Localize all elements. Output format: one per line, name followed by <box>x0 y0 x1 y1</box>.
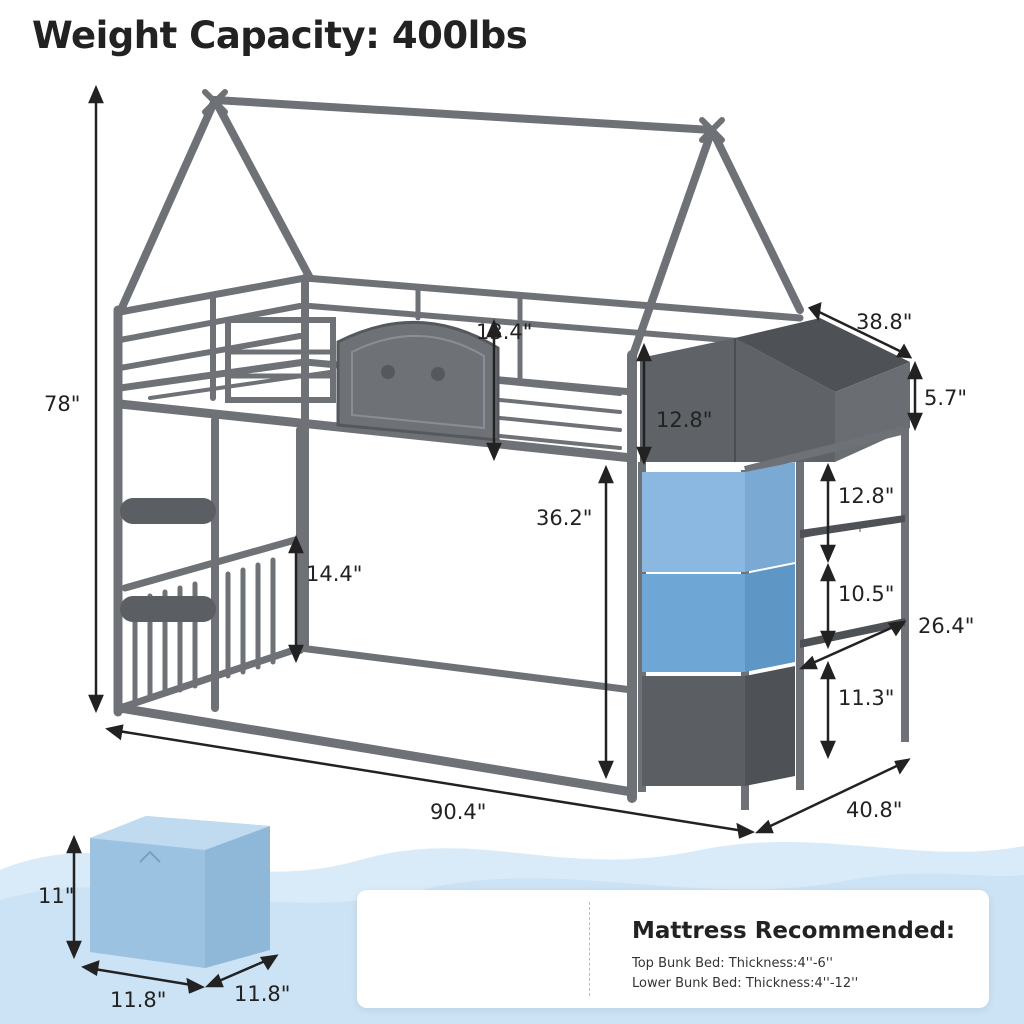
headboard-panel <box>336 321 500 442</box>
dim-bin-depth: 11.8" <box>234 982 291 1006</box>
storage-top-bin <box>640 338 835 462</box>
mattress-lower: Lower Bunk Bed: Thickness:4''-12'' <box>632 976 859 991</box>
dim-width: 40.8" <box>846 798 903 822</box>
dim-shelf-depth: 26.4" <box>918 614 975 638</box>
drawer-middle <box>642 574 745 672</box>
dim-bin-width: 11.8" <box>110 988 167 1012</box>
dim-guardrail-top: 13.4" <box>476 320 533 344</box>
dim-storage-bin-height: 5.7" <box>924 386 968 410</box>
drawer-bottom <box>642 676 745 786</box>
dim-shelf-2: 10.5" <box>838 582 895 606</box>
mattress-top: Top Bunk Bed: Thickness:4''-6'' <box>632 956 833 971</box>
dim-storage-width: 38.8" <box>856 310 913 334</box>
dimension-lines <box>66 84 923 994</box>
dim-lower-clearance: 36.2" <box>536 506 593 530</box>
drawer-top <box>642 472 745 572</box>
mattress-title: Mattress Recommended: <box>632 918 956 944</box>
dim-length: 90.4" <box>430 800 487 824</box>
page-title: Weight Capacity: 400lbs <box>32 14 528 57</box>
mattress-card: Mattress Recommended: Top Bunk Bed: Thic… <box>357 890 989 1008</box>
dim-height-total: 78" <box>44 392 81 416</box>
dim-shelf-3: 11.3" <box>838 686 895 710</box>
shelf <box>800 618 905 648</box>
ladder-rung <box>120 498 216 524</box>
dim-storage-top-depth: 12.8" <box>656 408 713 432</box>
dim-lower-guardrail: 14.4" <box>306 562 363 586</box>
dim-shelf-1: 12.8" <box>838 484 895 508</box>
ladder-rung <box>120 596 216 622</box>
card-divider <box>589 902 590 996</box>
dim-bin-height: 11" <box>38 884 75 908</box>
